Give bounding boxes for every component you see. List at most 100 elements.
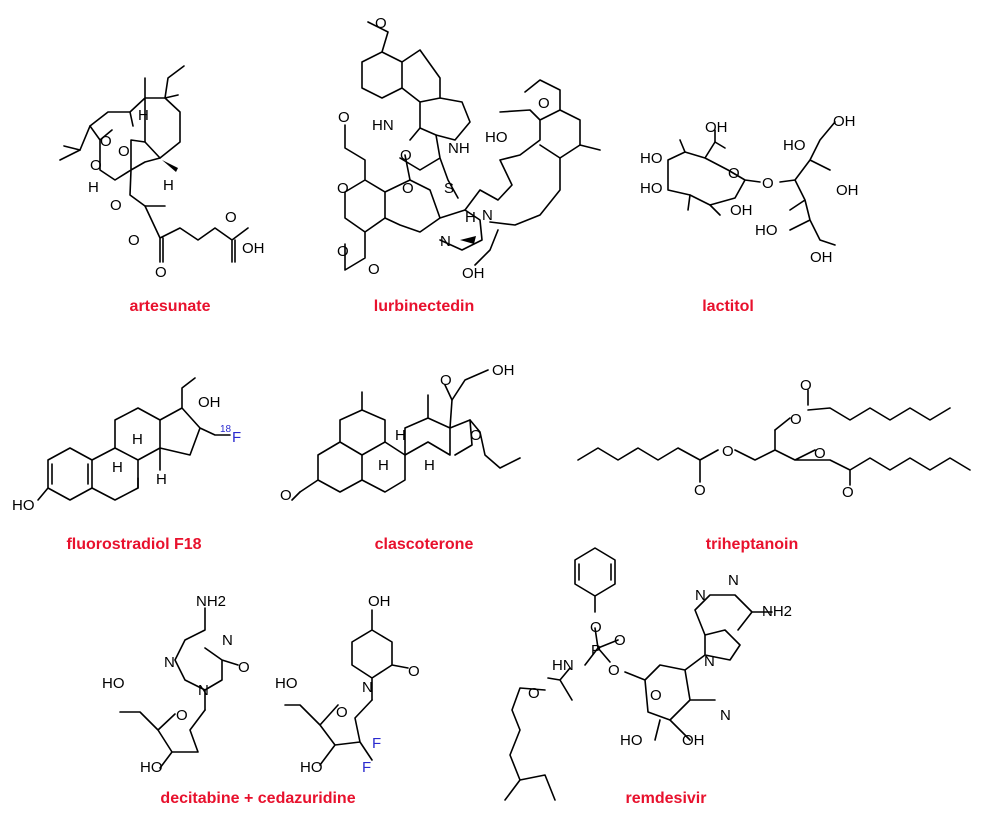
compound-name-artesunate: artesunate [129,298,211,315]
triheptanoin-atoms: O O O O O O [694,377,854,501]
atom-label: O [280,487,292,504]
compound-name-triheptanoin: triheptanoin [705,536,799,553]
atom-label: O [375,15,387,32]
atom-label: H [163,177,174,194]
atom-label: HO [485,129,508,146]
atom-label: O [694,482,706,499]
atom-label: F [232,429,241,446]
clascoterone-atoms: OH O O O H H H [280,362,515,504]
atom-label: H [424,457,435,474]
clascoterone-structure [291,369,521,501]
fluorostradiol-atoms: OH HO H H H 18 F [12,394,241,514]
atom-label: F [372,735,381,752]
atom-label: H [88,179,99,196]
atom-label: OH [833,113,856,130]
atom-label: O [118,143,130,160]
atom-label: O [790,411,802,428]
atom-label: O [538,95,550,112]
atom-label: OH [368,593,391,610]
atom-label: OH [810,249,833,266]
atom-label: H [132,431,143,448]
atom-label: NH2 [762,603,792,620]
atom-label: HO [755,222,778,239]
atom-label: O [176,707,188,724]
atom-label: OH [730,202,753,219]
atom-label: N [362,679,373,696]
atom-label: OH [682,732,705,749]
atom-label: H [378,457,389,474]
atom-label: OH [492,362,515,379]
lurbinectedin-atoms: HN NH O O O O O O O S N N OH HO H O [337,15,550,282]
atom-label: F [362,759,371,776]
lactitol-atoms: OH HO HO O O OH OH HO HO OH OH [640,113,859,266]
atom-label: OH [198,394,221,411]
lurbinectedin-structure [344,21,601,271]
atom-label: HO [640,150,663,167]
atom-label: OH [242,240,265,257]
atom-label: O [722,443,734,460]
atom-label: N [198,682,209,699]
atom-label: O [590,619,602,636]
atom-label: O [338,109,350,126]
atom-label: O [440,372,452,389]
atom-label: NH [448,140,470,157]
compound-name-fluorostradiol: fluorostradiol F18 [66,536,202,553]
cedazuridine-atoms: OH N O HO O HO F F [275,593,420,776]
atom-label: O [238,659,250,676]
atom-label: O [408,663,420,680]
atom-label: N [440,233,451,250]
lactitol-structure [667,121,836,246]
atom-label: HN [552,657,574,674]
cedazuridine-structure [284,609,409,766]
artesunate-atoms: H O O O H O O O OH O H [88,107,265,281]
fluorostradiol-structure [37,377,231,501]
atom-label: H [112,459,123,476]
atom-label: N [704,653,715,670]
atom-label: HN [372,117,394,134]
atom-label: HO [102,675,125,692]
atom-label: OH [462,265,485,282]
atom-label: O [728,165,740,182]
atom-label: O [337,243,349,260]
atom-label: O [762,175,774,192]
atom-label: O [336,704,348,721]
atom-label: H [138,107,149,124]
atom-label: O [614,632,626,649]
triheptanoin-structure [577,389,971,486]
decitabine-structure [119,607,239,769]
atom-label: HO [140,759,163,776]
atom-label: O [608,662,620,679]
isotope-label: 18 [220,424,232,435]
atom-label: HO [620,732,643,749]
atom-label: O [110,197,122,214]
atom-label: S [444,180,454,197]
atom-label: N [222,632,233,649]
atom-label: O [128,232,140,249]
atom-label: HO [275,675,298,692]
atom-label: N [728,572,739,589]
atom-label: N [695,587,706,604]
atom-label: O [842,484,854,501]
atom-label: H [395,427,406,444]
atom-label: O [650,687,662,704]
compound-name-lactitol: lactitol [702,298,754,315]
atom-label: O [100,133,112,150]
atom-label: O [400,147,412,164]
decitabine-atoms: NH2 N N N O HO O HO [102,593,250,776]
atom-label: HO [783,137,806,154]
atom-label: O [470,427,482,444]
atom-label: O [225,209,237,226]
compound-name-clascoterone: clascoterone [374,536,474,553]
atom-label: N [720,707,731,724]
atom-label: O [800,377,812,394]
remdesivir-atoms: O P O HN O O O N N NH2 N N HO OH [528,572,792,749]
atom-label: O [368,261,380,278]
atom-label: H [156,471,167,488]
atom-label: HO [300,759,323,776]
atom-label: O [814,445,826,462]
atom-label: H [465,209,476,226]
remdesivir-structure [504,547,773,801]
compound-name-decitabine-cedazuridine: decitabine + cedazuridine [160,790,356,807]
atom-label: P [591,642,601,659]
atom-label: N [164,654,175,671]
